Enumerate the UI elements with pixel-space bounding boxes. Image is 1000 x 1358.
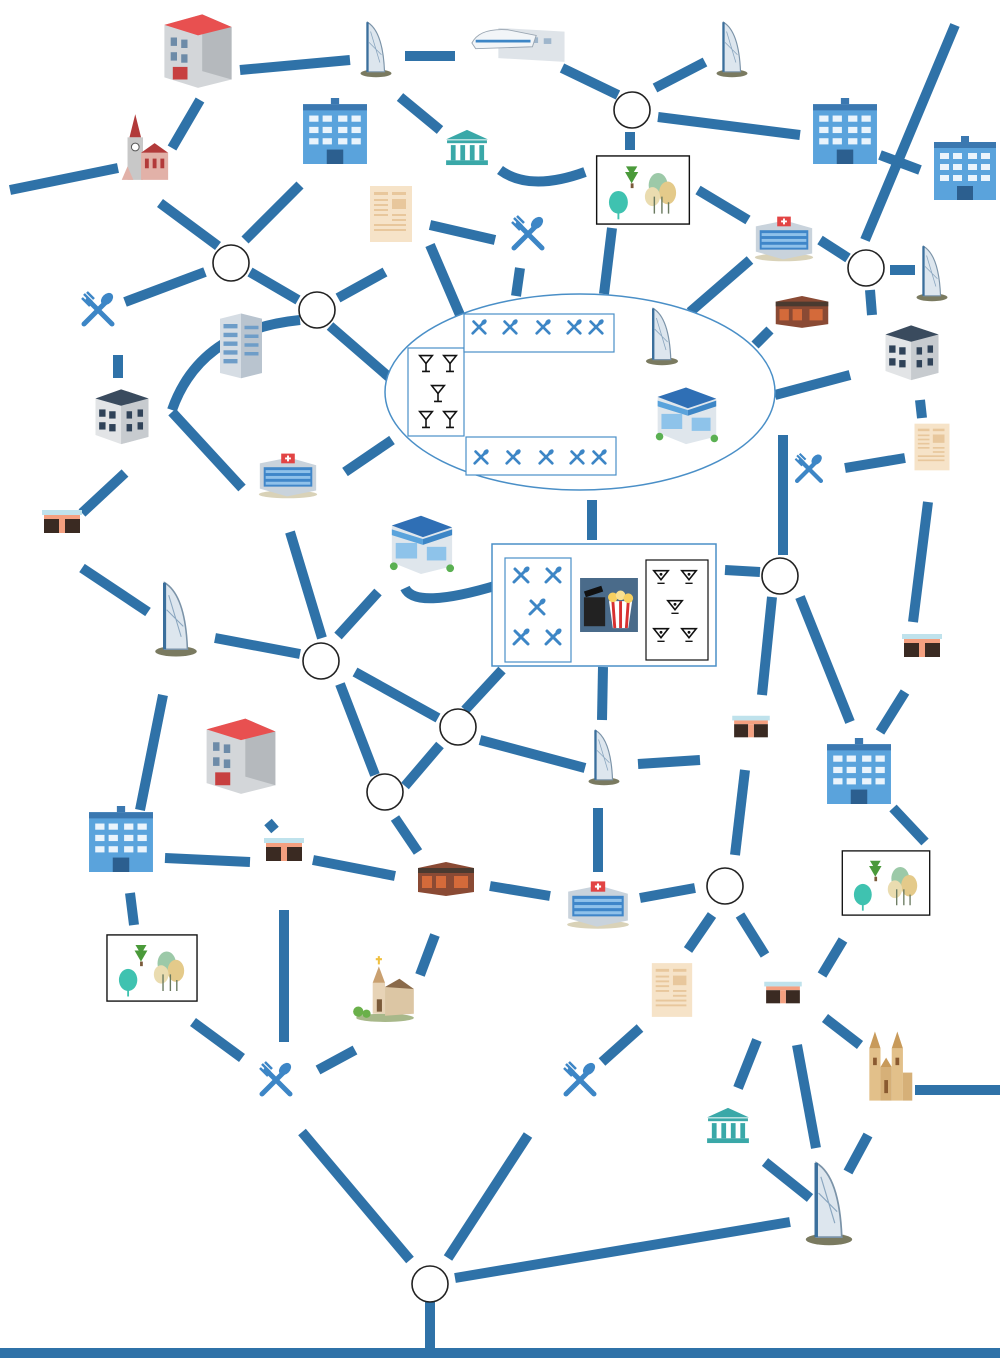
- junction[interactable]: [847, 249, 885, 287]
- apartment-tower-icon[interactable]: [220, 313, 262, 379]
- hospital-icon[interactable]: [753, 215, 815, 262]
- junction[interactable]: [761, 557, 799, 595]
- brick-shop-icon[interactable]: [418, 862, 474, 896]
- bus-stop-icon[interactable]: [764, 981, 802, 1004]
- junction[interactable]: [302, 642, 340, 680]
- newspaper-icon[interactable]: [914, 423, 950, 471]
- residential-block-icon[interactable]: [885, 325, 939, 381]
- sail-tower-icon[interactable]: [359, 21, 393, 78]
- sail-tower-icon[interactable]: [915, 244, 949, 302]
- park-icon[interactable]: [841, 850, 931, 916]
- museum-icon[interactable]: [707, 1107, 749, 1144]
- brick-shop-icon[interactable]: [775, 296, 829, 328]
- junction[interactable]: [613, 91, 651, 129]
- residential-block-icon[interactable]: [95, 389, 149, 445]
- newspaper-icon[interactable]: [370, 186, 412, 242]
- town-hall-icon[interactable]: [121, 113, 169, 181]
- hospital-icon[interactable]: [566, 880, 630, 930]
- hotel-building-icon[interactable]: [206, 718, 276, 794]
- cathedral-icon[interactable]: [869, 1031, 913, 1101]
- museum-icon[interactable]: [446, 129, 488, 166]
- sail-tower-icon[interactable]: [587, 729, 621, 786]
- chapel-icon[interactable]: [352, 955, 415, 1023]
- bus-stop-icon[interactable]: [264, 838, 304, 861]
- restaurant-icon[interactable]: [260, 1061, 293, 1094]
- sail-tower-icon[interactable]: [715, 21, 749, 78]
- office-building-icon[interactable]: [813, 98, 877, 164]
- sail-tower-icon[interactable]: [153, 580, 199, 659]
- bus-stop-icon[interactable]: [732, 715, 770, 738]
- road-network: [0, 23, 1000, 1358]
- train-station-icon[interactable]: [470, 26, 566, 64]
- junction[interactable]: [439, 708, 477, 746]
- junction[interactable]: [411, 1265, 449, 1303]
- junction[interactable]: [298, 291, 336, 329]
- park-icon[interactable]: [595, 155, 691, 225]
- office-building-icon[interactable]: [934, 136, 996, 200]
- junction[interactable]: [366, 773, 404, 811]
- restaurant-icon[interactable]: [564, 1061, 597, 1094]
- entertainment-complex[interactable]: [491, 543, 717, 667]
- junction-nodes: [212, 91, 885, 1303]
- sail-tower-icon[interactable]: [803, 1161, 855, 1248]
- bus-stop-icon[interactable]: [42, 510, 82, 533]
- restaurant-icon[interactable]: [512, 215, 545, 248]
- office-building-icon[interactable]: [827, 738, 891, 804]
- hospital-icon[interactable]: [257, 452, 319, 500]
- park-icon[interactable]: [106, 934, 198, 1002]
- newspaper-icon[interactable]: [651, 963, 693, 1017]
- hotel-building-icon[interactable]: [164, 14, 232, 88]
- restaurant-icon[interactable]: [82, 291, 115, 324]
- shopping-mall[interactable]: [384, 293, 776, 491]
- junction[interactable]: [212, 244, 250, 282]
- office-building-icon[interactable]: [303, 98, 367, 164]
- restaurant-icon[interactable]: [795, 452, 823, 480]
- junction[interactable]: [706, 867, 744, 905]
- bus-stop-icon[interactable]: [902, 634, 942, 657]
- office-building-icon[interactable]: [89, 806, 153, 872]
- cinema-popcorn-icon[interactable]: [580, 578, 638, 632]
- storefront-icon[interactable]: [389, 515, 455, 575]
